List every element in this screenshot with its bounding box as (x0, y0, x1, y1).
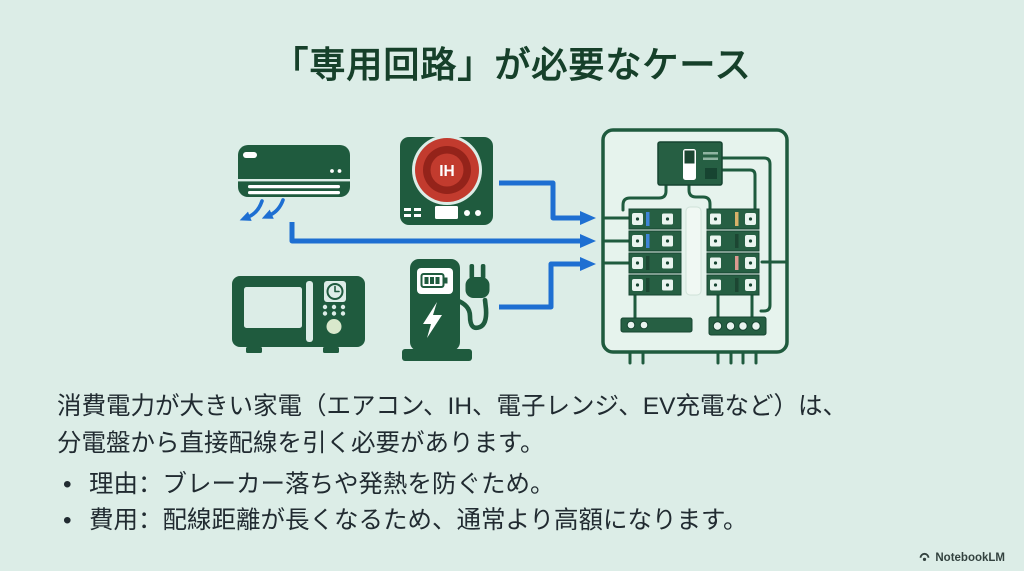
watermark-label: NotebookLM (935, 551, 1005, 564)
notebooklm-watermark: NotebookLM (918, 551, 1005, 564)
notebooklm-logo-icon (919, 552, 930, 562)
bullet-cost-text: 費用：配線距離が長くなるため、通常より高額になります。 (89, 507, 748, 534)
ih-cooktop-icon: IH (400, 135, 493, 225)
bullet-marker: • (63, 471, 72, 498)
bullet-marker: • (63, 507, 72, 534)
bullet-reason-text: 理由：ブレーカー落ちや発熱を防ぐため。 (89, 471, 555, 498)
page-title: 「専用回路」が必要なケース (272, 44, 752, 85)
ev-charger-icon (402, 259, 490, 361)
bullet-list: • 理由：ブレーカー落ちや発熱を防ぐため。 • 費用：配線距離が長くなるため、通… (57, 467, 977, 539)
airflow-arrows-icon (239, 198, 285, 221)
body-text: 消費電力が大きい家電（エアコン、IH、電子レンジ、EV充電など）は、 分電盤から… (57, 388, 977, 539)
body-line-1: 消費電力が大きい家電（エアコン、IH、電子レンジ、EV充電など）は、 (57, 393, 847, 420)
connection-arrows (289, 180, 596, 310)
body-line-2: 分電盤から直接配線を引く必要があります。 (57, 430, 545, 457)
distribution-panel-icon (601, 128, 789, 365)
ih-badge: IH (439, 163, 455, 180)
breaker-column-right (706, 208, 760, 296)
main-breaker (657, 141, 723, 186)
breaker-column-left (628, 208, 682, 296)
microwave-icon (232, 276, 365, 353)
dedicated-circuit-diagram: IH (232, 128, 789, 365)
bullet-reason: • 理由：ブレーカー落ちや発熱を防ぐため。 (63, 467, 977, 503)
ev-plug-icon (465, 264, 490, 298)
bullet-cost: • 費用：配線距離が長くなるため、通常より高額になります。 (63, 503, 977, 539)
terminal-blocks (620, 316, 767, 336)
air-conditioner-icon (238, 145, 350, 197)
